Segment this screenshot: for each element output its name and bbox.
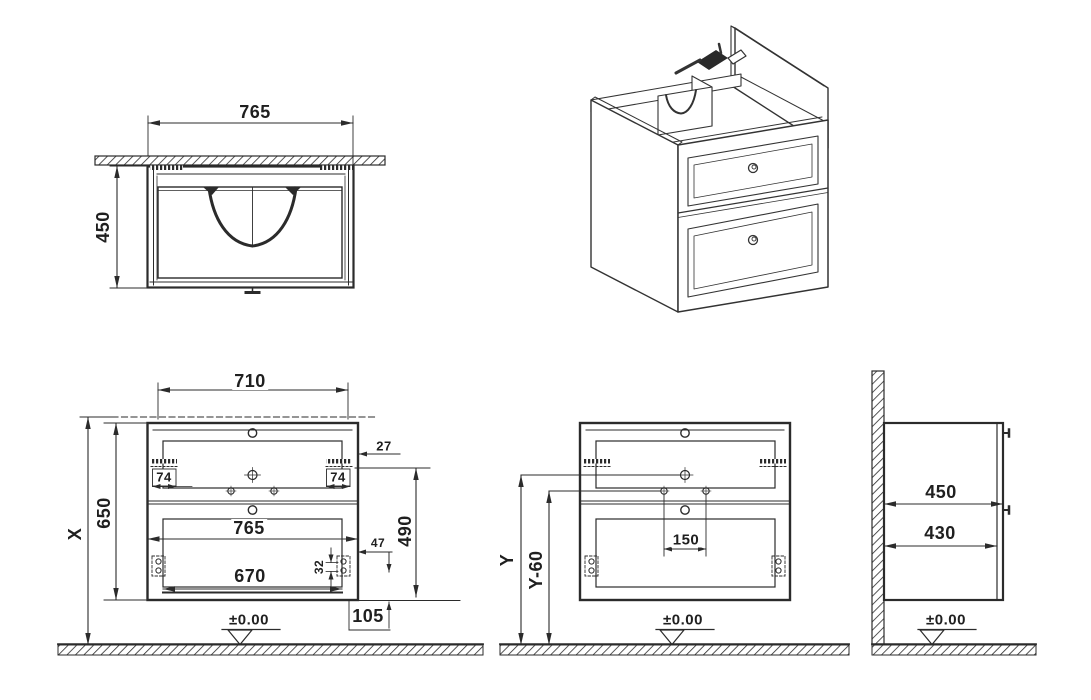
wall-bracket-right bbox=[320, 165, 353, 170]
hanger-strip-left bbox=[584, 459, 610, 464]
dim-depth-overall: 450 bbox=[923, 482, 959, 502]
bottom-drawer-frame bbox=[687, 203, 819, 298]
overflow-slot-left bbox=[203, 187, 219, 195]
siphon-housing-front bbox=[657, 86, 713, 136]
floor-hatch bbox=[499, 644, 850, 656]
dim-hole-spacing: 150 bbox=[670, 531, 702, 549]
installation-view bbox=[499, 421, 850, 656]
hanger-strip-right bbox=[760, 459, 786, 464]
top-drawer-frame bbox=[687, 135, 819, 207]
hanger-strip-right bbox=[326, 459, 352, 464]
mounting-clamp bbox=[697, 50, 728, 70]
datum-triangle bbox=[918, 629, 946, 646]
datum-triangle bbox=[226, 629, 254, 646]
overflow-slot-right bbox=[285, 187, 301, 195]
dim-plan-depth: 450 bbox=[93, 209, 113, 245]
dim-cabinet-height: 650 bbox=[94, 495, 114, 531]
plan-view bbox=[94, 115, 386, 294]
wall-hatch bbox=[871, 370, 885, 646]
hanger-strip-left bbox=[151, 459, 177, 464]
floor-hatch bbox=[871, 644, 1037, 656]
cabinet-profile bbox=[882, 421, 1005, 602]
dim-basin-width: 710 bbox=[232, 371, 268, 391]
wall-section-hatch bbox=[94, 155, 386, 166]
side-view bbox=[871, 370, 1037, 656]
siphon-cutout bbox=[665, 89, 697, 115]
basin-bowl bbox=[207, 186, 298, 248]
top-drawer-panel bbox=[162, 440, 343, 489]
datum-installation: ±0.00 bbox=[661, 611, 705, 629]
datum-side: ±0.00 bbox=[924, 611, 968, 629]
dim-hanger-right: 74 bbox=[328, 469, 348, 485]
dim-faucet-height: Y bbox=[497, 551, 517, 569]
dim-bracket-spacing: 32 bbox=[312, 557, 326, 577]
dim-drain-clearance: 105 bbox=[350, 606, 386, 626]
dim-hanger-left: 74 bbox=[154, 469, 174, 485]
dim-outlet-height: Y-60 bbox=[526, 548, 546, 592]
cabinet-body bbox=[578, 421, 792, 602]
dim-depth-body: 430 bbox=[922, 523, 958, 543]
isometric-view bbox=[590, 25, 829, 313]
dim-height-overall: X bbox=[65, 525, 85, 543]
wall-bracket-left bbox=[150, 165, 183, 170]
dim-knob-offset: 47 bbox=[368, 536, 388, 550]
dim-mounting-height: 490 bbox=[395, 513, 415, 549]
dim-drawer-width: 670 bbox=[232, 566, 268, 586]
basin-rim bbox=[157, 186, 343, 279]
floor-hatch bbox=[57, 644, 484, 656]
datum-triangle bbox=[658, 629, 686, 646]
dim-cabinet-width: 765 bbox=[231, 518, 267, 538]
datum-front: ±0.00 bbox=[227, 611, 271, 629]
basin-outline bbox=[146, 165, 355, 289]
dim-plan-width: 765 bbox=[237, 102, 273, 122]
dim-hanger-offset: 27 bbox=[374, 438, 394, 454]
bottom-knob-hole bbox=[247, 505, 258, 515]
top-knob-hole bbox=[247, 428, 258, 438]
